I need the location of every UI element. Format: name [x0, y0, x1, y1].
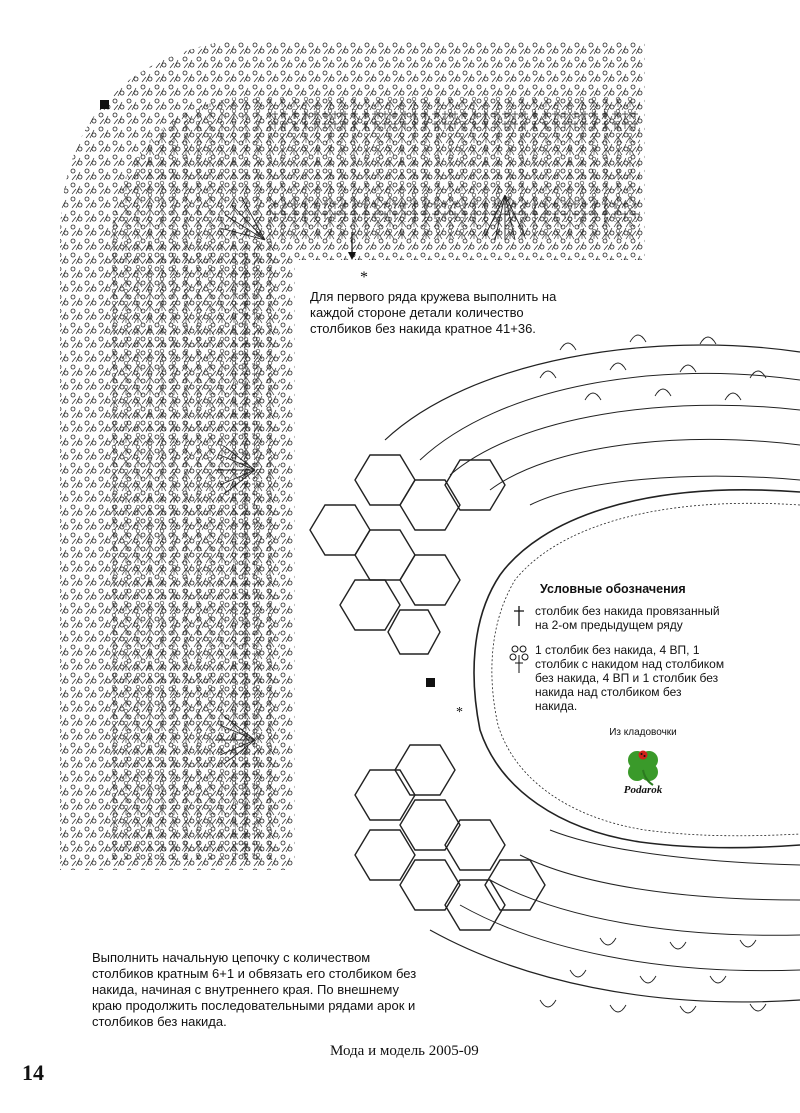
hexagon-mesh-upper	[309, 454, 506, 655]
dagger-stitch-icon	[514, 606, 524, 626]
magazine-footer: Мода и модель 2005-09	[330, 1043, 479, 1059]
legend-item-picot: 1 столбик без накида, 4 ВП, 1 столбик с …	[505, 643, 725, 713]
asterisk-mark-bottom: *	[456, 705, 463, 720]
legend-text-dagger: столбик без накида провязанный на 2-ом п…	[535, 604, 720, 632]
credit-label: Из кладовочки	[609, 727, 677, 738]
credit-block: Из кладовочки Podarok	[598, 727, 688, 796]
legend-title: Условные обозначения	[540, 582, 686, 596]
credit-brand: Podarok	[623, 784, 663, 796]
clover-ladybug-icon	[628, 750, 658, 786]
first-row-note: Для первого ряда кружева выполнить на ка…	[310, 289, 557, 336]
corner-marker	[100, 100, 109, 109]
asterisk-mark-top: *	[360, 269, 368, 286]
lace-chart-corner	[60, 40, 645, 870]
hexagon-mesh-lower	[354, 744, 546, 931]
picot-loop-icon	[509, 645, 529, 673]
starting-chain-note: Выполнить начальную цепочку с количество…	[92, 950, 417, 1029]
legend-text-picot: 1 столбик без накида, 4 ВП, 1 столбик с …	[535, 643, 725, 713]
mesh-marker	[426, 678, 435, 687]
page-number: 14	[22, 1060, 44, 1085]
legend-item-dagger: столбик без накида провязанный на 2-ом п…	[505, 604, 725, 632]
round-collar-lace	[384, 334, 800, 1014]
